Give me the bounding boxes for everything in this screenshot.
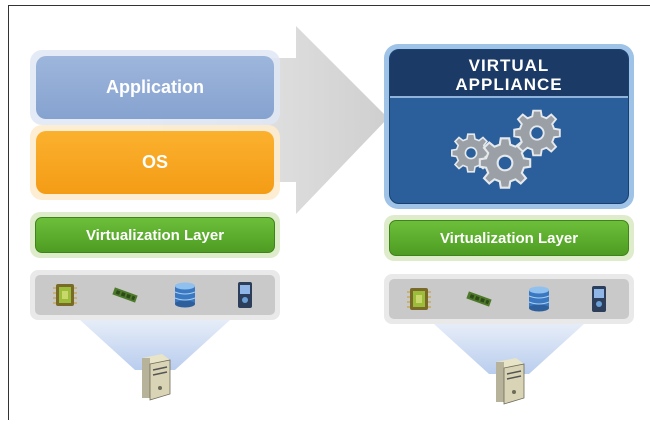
memory-module-icon [112,280,138,310]
right-virtualization-label: Virtualization Layer [389,220,629,256]
gears-icon [450,109,561,189]
network-card-icon [232,280,258,310]
virtual-appliance-title: VIRTUAL APPLIANCE [390,50,628,98]
right-hardware-tray [384,274,634,324]
storage-disk-icon [172,280,198,310]
network-card-icon [586,284,612,314]
cpu-chip-icon [52,280,78,310]
storage-disk-icon [526,284,552,314]
right-virtualization-layer: Virtualization Layer [384,215,634,261]
right-projection-beam [434,324,584,374]
application-label: Application [36,56,274,119]
virtual-appliance-title-line1: VIRTUAL [468,56,550,75]
virtual-appliance: VIRTUAL APPLIANCE [384,44,634,209]
os-layer: OS [30,125,280,200]
frame-left-border [8,5,9,420]
left-server-icon [138,352,172,407]
frame-top-border [8,5,650,6]
right-server-icon [492,356,526,411]
cpu-chip-icon [406,284,432,314]
os-label: OS [36,131,274,194]
application-layer: Application [30,50,280,125]
left-hardware-tray [30,270,280,320]
memory-module-icon [466,284,492,314]
left-virtualization-label: Virtualization Layer [35,217,275,253]
left-virtualization-layer: Virtualization Layer [30,212,280,258]
virtual-appliance-title-line2: APPLIANCE [455,75,563,94]
left-projection-beam [80,320,230,370]
